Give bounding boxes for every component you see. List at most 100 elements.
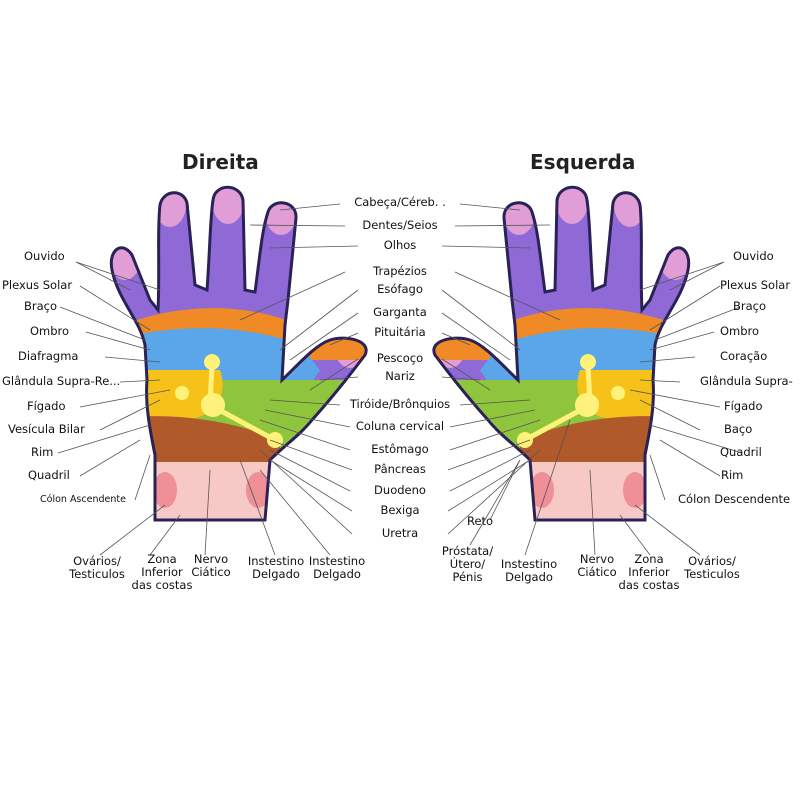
leader-line bbox=[441, 312, 511, 361]
leader-line bbox=[459, 203, 521, 211]
label-left-glandula: Glândula Supra-Re... bbox=[2, 374, 121, 388]
leader-line bbox=[449, 449, 531, 492]
leader-line bbox=[104, 356, 161, 363]
label-right-plexus: Plexus Solar bbox=[720, 278, 791, 292]
label-br-prostata: Próstata/ Útero/ Pénis bbox=[441, 544, 494, 584]
right-hand-fingertip bbox=[265, 191, 297, 235]
right-hand-wrist-spot bbox=[246, 472, 270, 508]
leader-line bbox=[447, 459, 531, 512]
leader-line bbox=[589, 469, 596, 556]
leader-line bbox=[639, 356, 696, 363]
label-left-braco: Braço bbox=[24, 299, 58, 313]
label-dentes: Dentes/Seios bbox=[362, 218, 438, 232]
right-hand-node bbox=[204, 354, 220, 370]
leader-line bbox=[447, 449, 541, 535]
leader-line bbox=[454, 224, 551, 227]
label-bl-nervo: Nervo Ciático bbox=[191, 552, 231, 579]
left-hand-node bbox=[575, 393, 599, 417]
leader-line bbox=[669, 261, 725, 291]
label-right-quadril: Quadril bbox=[720, 445, 762, 459]
leader-line bbox=[629, 389, 721, 408]
leader-line bbox=[269, 399, 341, 406]
leader-line bbox=[309, 358, 359, 391]
leader-line bbox=[649, 454, 666, 501]
leader-line bbox=[289, 312, 359, 361]
leader-line bbox=[469, 459, 521, 546]
label-bl-instestino1: Instestino Delgado bbox=[247, 554, 305, 581]
label-garganta: Garganta bbox=[373, 305, 427, 319]
leader-line bbox=[85, 331, 151, 351]
leader-line bbox=[441, 245, 531, 249]
leader-line bbox=[649, 285, 721, 331]
label-cabeca: Cabeça/Céreb. . bbox=[354, 195, 446, 209]
leader-line bbox=[119, 379, 161, 383]
label-left-ouvido: Ouvido bbox=[24, 249, 65, 263]
left-hand-fingertip bbox=[503, 191, 535, 235]
label-left-ombro: Ombro bbox=[30, 324, 70, 338]
label-right-coracao: Coração bbox=[720, 349, 768, 363]
left-hand-node bbox=[580, 354, 596, 370]
leader-line bbox=[649, 331, 715, 351]
left-hand-title: Esquerda bbox=[530, 150, 636, 174]
left-hand-node bbox=[517, 432, 533, 448]
leader-line bbox=[649, 424, 743, 454]
label-right-braco: Braço bbox=[733, 299, 767, 313]
label-duodeno: Duodeno bbox=[374, 483, 426, 497]
leader-line bbox=[441, 376, 481, 381]
label-left-vesicula: Vesícula Bilar bbox=[8, 422, 85, 436]
leader-line bbox=[75, 261, 161, 291]
right-hand-node bbox=[201, 393, 225, 417]
right-hand-wrist-spot bbox=[153, 472, 177, 508]
leader-line bbox=[441, 358, 491, 391]
leader-line bbox=[489, 459, 521, 521]
right-hand-title: Direita bbox=[182, 150, 259, 174]
leader-line bbox=[239, 271, 346, 321]
leader-line bbox=[279, 289, 359, 351]
label-right-ouvido: Ouvido bbox=[733, 249, 774, 263]
leader-line bbox=[204, 469, 211, 556]
leader-line bbox=[79, 389, 171, 408]
right-hand-node bbox=[267, 432, 283, 448]
label-right-rim: Rim bbox=[721, 468, 744, 482]
label-estomago: Estômago bbox=[371, 442, 429, 456]
leader-line bbox=[57, 424, 151, 454]
leader-line bbox=[449, 419, 541, 451]
leader-line bbox=[99, 504, 166, 556]
leader-line bbox=[639, 261, 725, 291]
leader-line bbox=[269, 245, 359, 249]
leader-line bbox=[269, 449, 351, 492]
label-left-plexus: Plexus Solar bbox=[2, 278, 73, 292]
leader-line bbox=[441, 332, 471, 346]
label-tiroide: Tiróide/Brônquios bbox=[349, 397, 451, 411]
leader-lines bbox=[57, 203, 743, 556]
leader-line bbox=[634, 504, 701, 556]
leader-line bbox=[75, 261, 131, 291]
label-br-zona: Zona Inferior das costas bbox=[618, 552, 680, 592]
label-pancreas: Pâncreas bbox=[374, 462, 426, 476]
label-trapezios: Trapézios bbox=[373, 264, 427, 278]
leader-line bbox=[134, 454, 151, 501]
leader-line bbox=[269, 459, 353, 512]
leader-line bbox=[639, 399, 701, 431]
leader-line bbox=[264, 409, 351, 428]
left-hand-wrist-spot bbox=[623, 472, 647, 508]
leader-line bbox=[99, 399, 161, 431]
label-br-ovarios: Ovários/ Testiculos bbox=[684, 554, 740, 581]
label-bl-ovarios: Ovários/ Testiculos bbox=[69, 554, 125, 581]
leader-line bbox=[454, 271, 561, 321]
label-right-colon: Cólon Descendente bbox=[678, 492, 791, 506]
label-coluna: Coluna cervical bbox=[355, 419, 445, 433]
leader-line bbox=[269, 439, 353, 471]
label-right-figado: Fígado bbox=[724, 399, 763, 413]
label-left-figado: Fígado bbox=[27, 399, 66, 413]
label-bl-instestino2: Instestino Delgado bbox=[308, 554, 366, 581]
label-pituitaria: Pituitária bbox=[374, 325, 426, 339]
leader-line bbox=[239, 459, 276, 556]
leader-line bbox=[79, 285, 151, 331]
left-hand-wrist-spot bbox=[530, 472, 554, 508]
label-olhos: Olhos bbox=[383, 238, 417, 252]
leader-line bbox=[654, 306, 741, 341]
label-nariz: Nariz bbox=[385, 369, 415, 383]
